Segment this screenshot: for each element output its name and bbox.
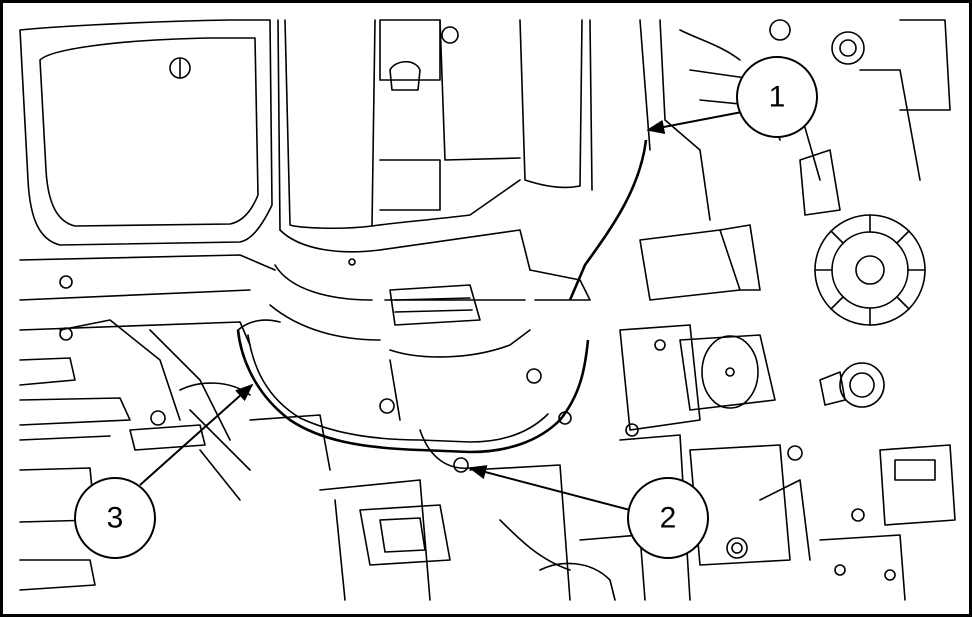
fender-panel: [19, 19, 276, 341]
leader-3: [139, 383, 254, 486]
callout-3-label: 3: [107, 502, 124, 535]
leader-1: [646, 111, 743, 135]
engine-lower: [179, 382, 646, 601]
engine-line-drawing: 1 2 3: [19, 19, 956, 601]
frame-rail: [19, 319, 251, 591]
intake-duct: [269, 19, 651, 358]
elbow-cover: [236, 319, 590, 473]
callout-2-label: 2: [660, 502, 677, 535]
leader-lines: [139, 111, 743, 511]
callout-2: 2: [627, 477, 709, 559]
callout-3: 3: [74, 477, 156, 559]
engine-upper: [379, 19, 521, 326]
callout-1-label: 1: [769, 81, 786, 114]
leader-2: [468, 465, 631, 511]
callout-1: 1: [736, 56, 818, 138]
